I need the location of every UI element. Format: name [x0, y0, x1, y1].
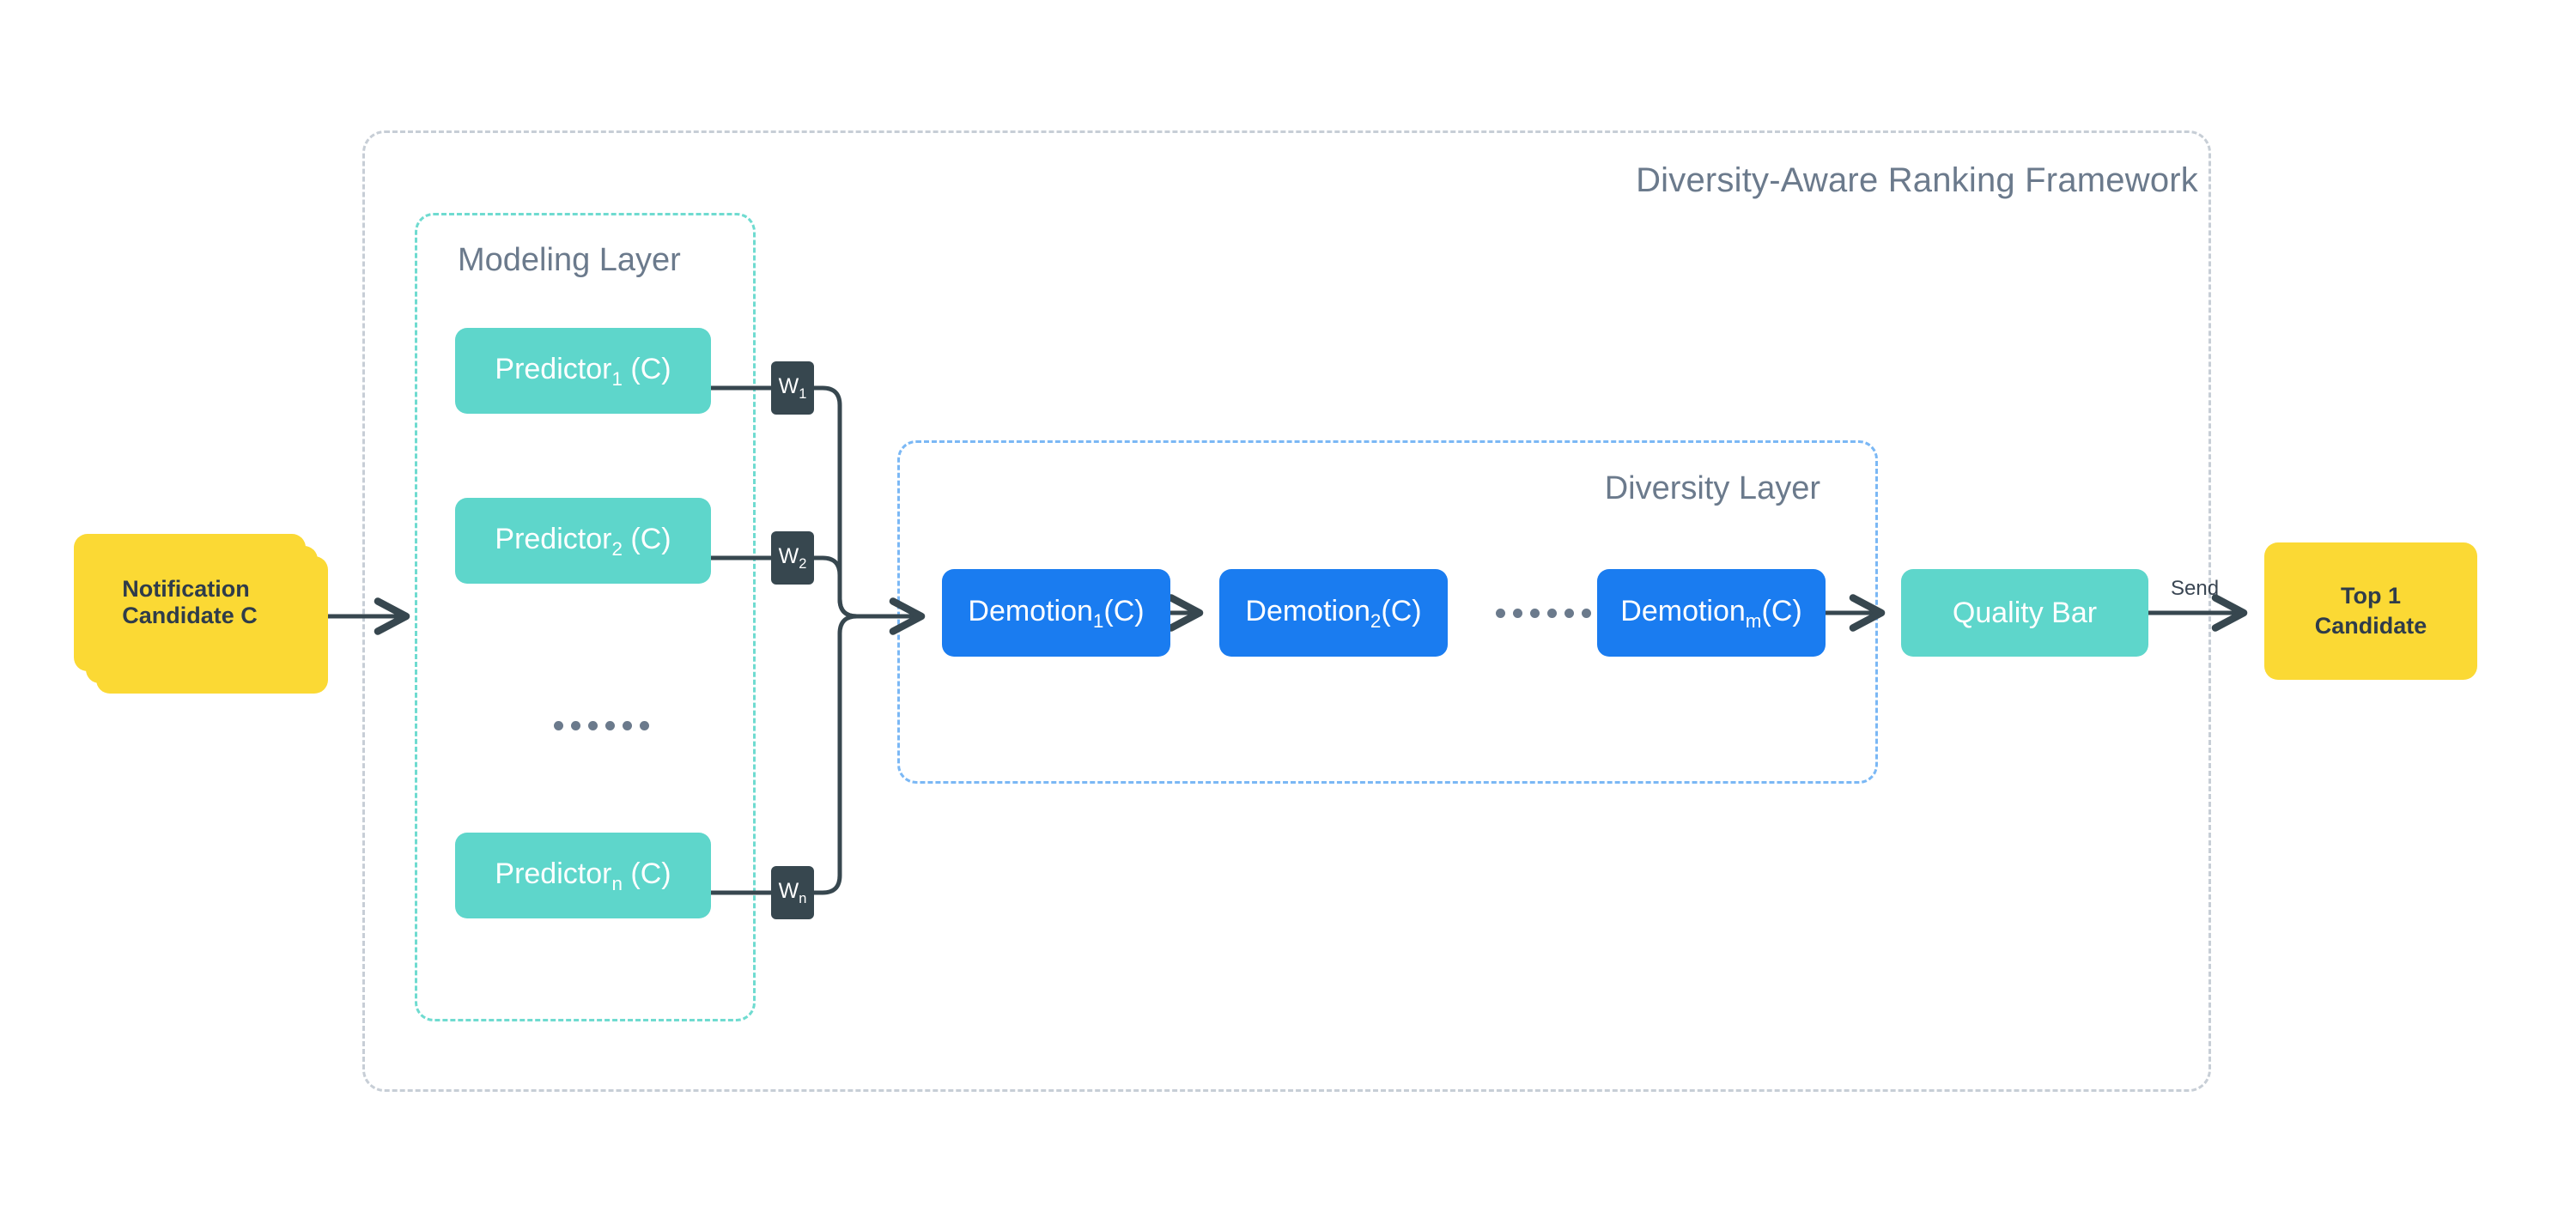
card-stack-layer-front: Notification Candidate C: [74, 534, 306, 671]
predictor-2-label: Predictor2 (C): [495, 523, 671, 560]
quality-bar-label: Quality Bar: [1952, 596, 2098, 629]
predictor-n-label: Predictorn (C): [495, 857, 671, 894]
demotion-1-node[interactable]: Demotion1(C): [942, 569, 1170, 657]
demotion-1-label: Demotion1(C): [968, 595, 1145, 632]
top-1-candidate-node[interactable]: Top 1 Candidate: [2264, 542, 2477, 680]
demotion-2-node[interactable]: Demotion2(C): [1219, 569, 1448, 657]
weight-wn-label: Wn: [778, 878, 807, 906]
diversity-layer-ellipsis: [1496, 609, 1591, 618]
demotion-2-label: Demotion2(C): [1245, 595, 1422, 632]
notification-candidate-card-stack: Notification Candidate C: [70, 534, 328, 697]
notification-candidate-line1: Notification: [122, 576, 250, 602]
notification-candidate-line2: Candidate C: [122, 603, 258, 628]
predictor-n-node[interactable]: Predictorn (C): [455, 833, 711, 918]
top-1-candidate-label: Top 1 Candidate: [2315, 581, 2427, 641]
predictor-2-node[interactable]: Predictor2 (C): [455, 498, 711, 584]
diversity-layer-title: Diversity Layer: [1604, 470, 1820, 506]
quality-bar-node[interactable]: Quality Bar: [1901, 569, 2148, 657]
notification-candidate-label: Notification Candidate C: [122, 576, 258, 629]
demotion-m-label: Demotionm(C): [1620, 595, 1802, 632]
send-edge-label: Send: [2171, 577, 2220, 600]
demotion-m-node[interactable]: Demotionm(C): [1597, 569, 1826, 657]
modeling-layer-ellipsis: [554, 721, 649, 730]
modeling-layer-boundary: [415, 213, 756, 1021]
predictor-1-label: Predictor1 (C): [495, 353, 671, 390]
predictor-1-node[interactable]: Predictor1 (C): [455, 328, 711, 414]
weight-w2-node[interactable]: W2: [771, 531, 814, 585]
weight-w2-label: W2: [778, 543, 807, 572]
weight-w1-label: W1: [778, 373, 807, 402]
framework-title: Diversity-Aware Ranking Framework: [1636, 161, 2198, 199]
modeling-layer-title: Modeling Layer: [458, 242, 681, 278]
top-1-candidate-line2: Candidate: [2314, 613, 2427, 639]
weight-w1-node[interactable]: W1: [771, 361, 814, 415]
weight-wn-node[interactable]: Wn: [771, 866, 814, 919]
top-1-candidate-line1: Top 1: [2341, 582, 2401, 609]
